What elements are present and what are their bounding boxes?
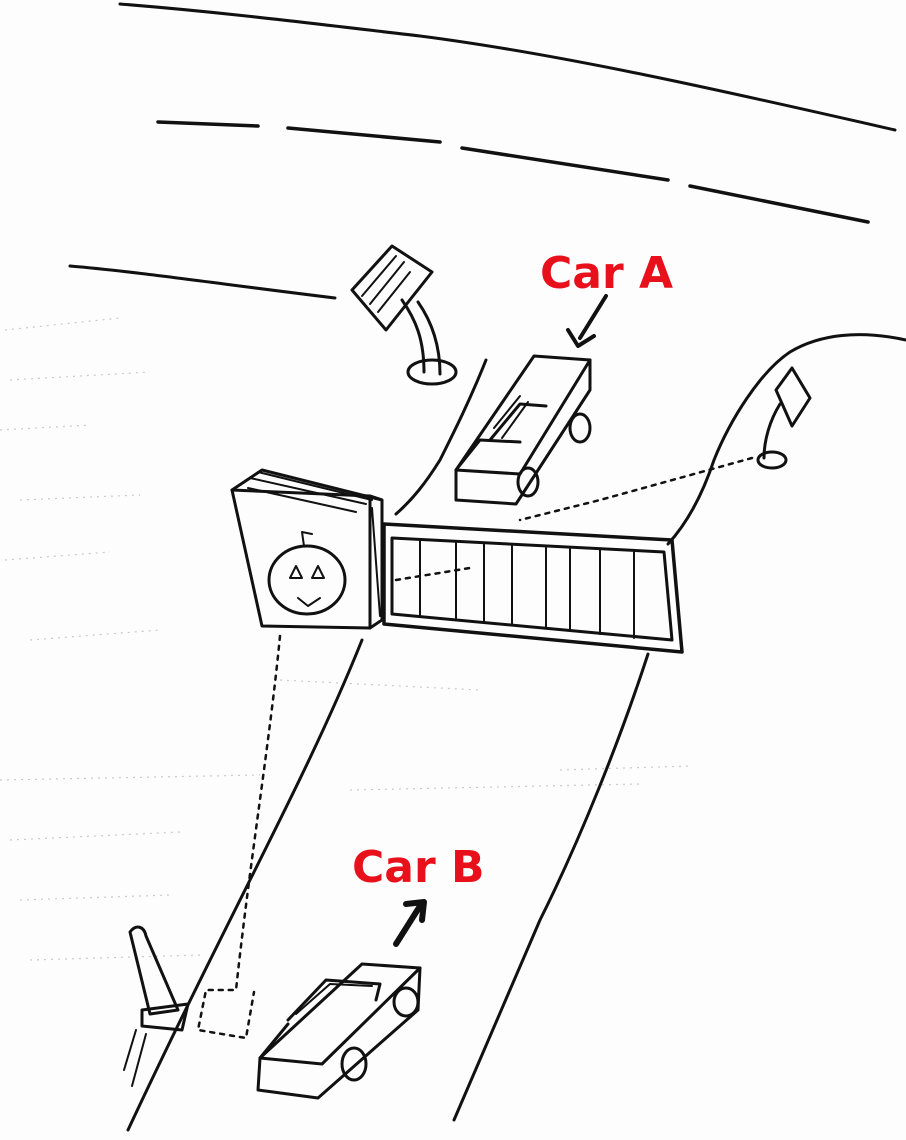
traffic-cone: [123, 925, 190, 1087]
car-a-label: Car A: [540, 248, 674, 299]
car-b-vehicle: [256, 962, 422, 1100]
car-b-arrow: [393, 899, 427, 947]
exit-lane-left-edge: [126, 638, 364, 1132]
car-a-arrow: [566, 294, 608, 348]
lane-divider-dashes: [156, 120, 870, 224]
car-b-label: Car B: [352, 842, 485, 893]
road-edge-lower-left: [68, 264, 337, 300]
ticket-reader-top: [350, 244, 458, 386]
ticket-reader-right: [756, 366, 812, 470]
entrance-lane-left-curb: [394, 358, 488, 516]
pumpkin-icon: [267, 531, 347, 616]
loop-detector-outline: [196, 634, 282, 1040]
road-edge-top: [118, 2, 897, 132]
gate-booth: [230, 468, 384, 630]
background-pencil-marks: [0, 317, 691, 961]
gate-barrier-arm: [382, 522, 684, 654]
exit-lane-right-edge: [452, 652, 650, 1122]
car-a-vehicle: [454, 354, 592, 506]
curb-right: [666, 333, 906, 546]
sensor-line-right: [518, 456, 754, 522]
